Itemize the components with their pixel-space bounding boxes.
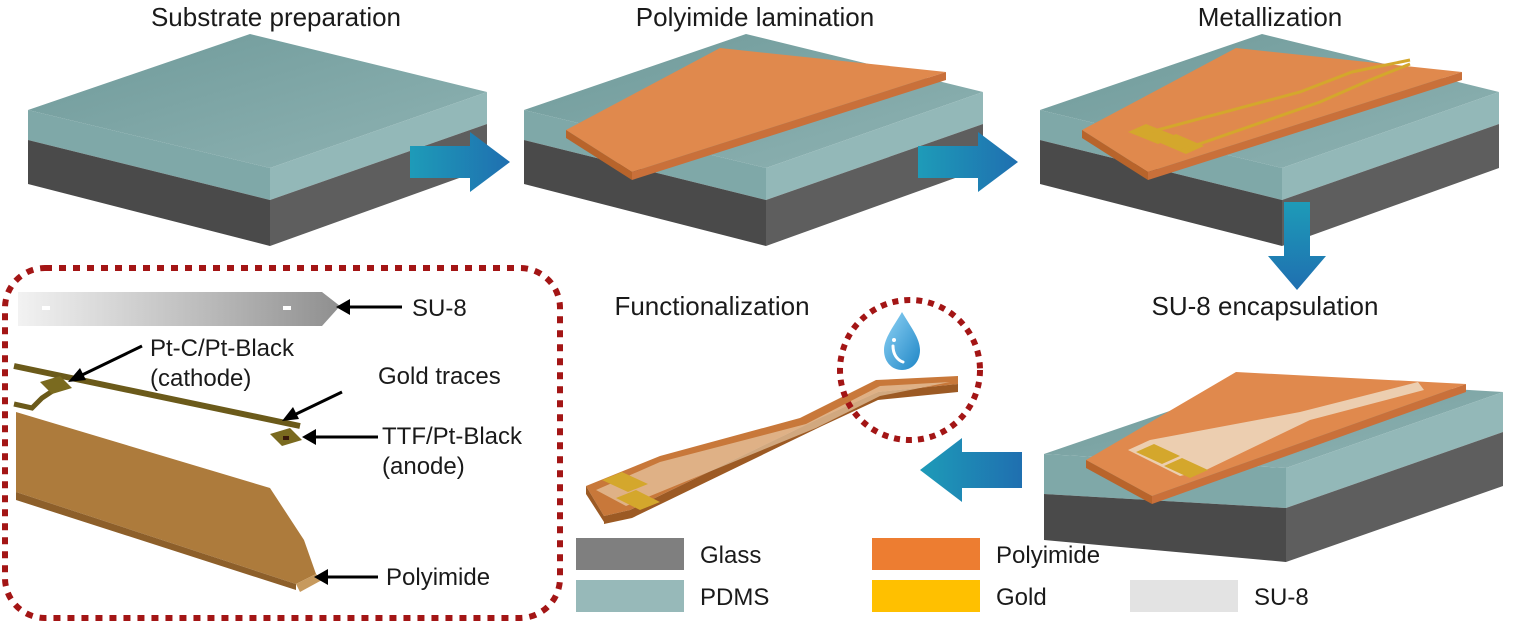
arrow-right-1 [410, 132, 510, 192]
legend: Glass PDMS Polyimide Gold SU-8 [576, 538, 1309, 612]
substrate-block-4 [1044, 372, 1503, 562]
polyimide-layer-detail [16, 412, 322, 592]
step-title-encapsulation: SU-8 encapsulation [1152, 291, 1379, 321]
callout-polyimide: Polyimide [386, 564, 490, 591]
detail-inset-frame [2, 265, 563, 621]
callout-cathode-line2: (cathode) [150, 365, 251, 392]
step-title-lamination: Polyimide lamination [636, 2, 874, 32]
step-title-substrate: Substrate preparation [151, 2, 401, 32]
callout-anode-line1: TTF/Pt-Black [382, 423, 523, 450]
su8-layer-detail [18, 292, 340, 326]
legend-swatch-glass [576, 538, 684, 570]
legend-label-su8: SU-8 [1254, 584, 1309, 611]
callout-cathode-line1: Pt-C/Pt-Black [150, 335, 295, 362]
gold-trace-detail [13, 363, 302, 446]
legend-label-glass: Glass [700, 542, 761, 569]
water-droplet-icon [884, 312, 920, 370]
legend-swatch-pdms [576, 580, 684, 612]
legend-label-gold: Gold [996, 584, 1047, 611]
callout-su8: SU-8 [412, 295, 467, 322]
arrow-down [1268, 202, 1326, 290]
arrow-right-2 [918, 132, 1018, 192]
callout-anode-line2: (anode) [382, 453, 465, 480]
legend-label-pdms: PDMS [700, 584, 769, 611]
step-title-metallization: Metallization [1198, 2, 1343, 32]
callout-gold-traces: Gold traces [378, 363, 501, 390]
callout-arrows [68, 299, 402, 585]
substrate-block-2 [524, 34, 983, 246]
droplet-highlight-circle [837, 297, 983, 443]
substrate-block-1 [28, 34, 487, 246]
step-title-functionalization: Functionalization [614, 291, 809, 321]
legend-swatch-gold [872, 580, 980, 612]
legend-label-polyimide: Polyimide [996, 542, 1100, 569]
arrow-left [920, 438, 1022, 502]
functionalized-device [586, 376, 958, 524]
substrate-block-3 [1040, 34, 1499, 246]
legend-swatch-polyimide [872, 538, 980, 570]
legend-swatch-su8 [1130, 580, 1238, 612]
